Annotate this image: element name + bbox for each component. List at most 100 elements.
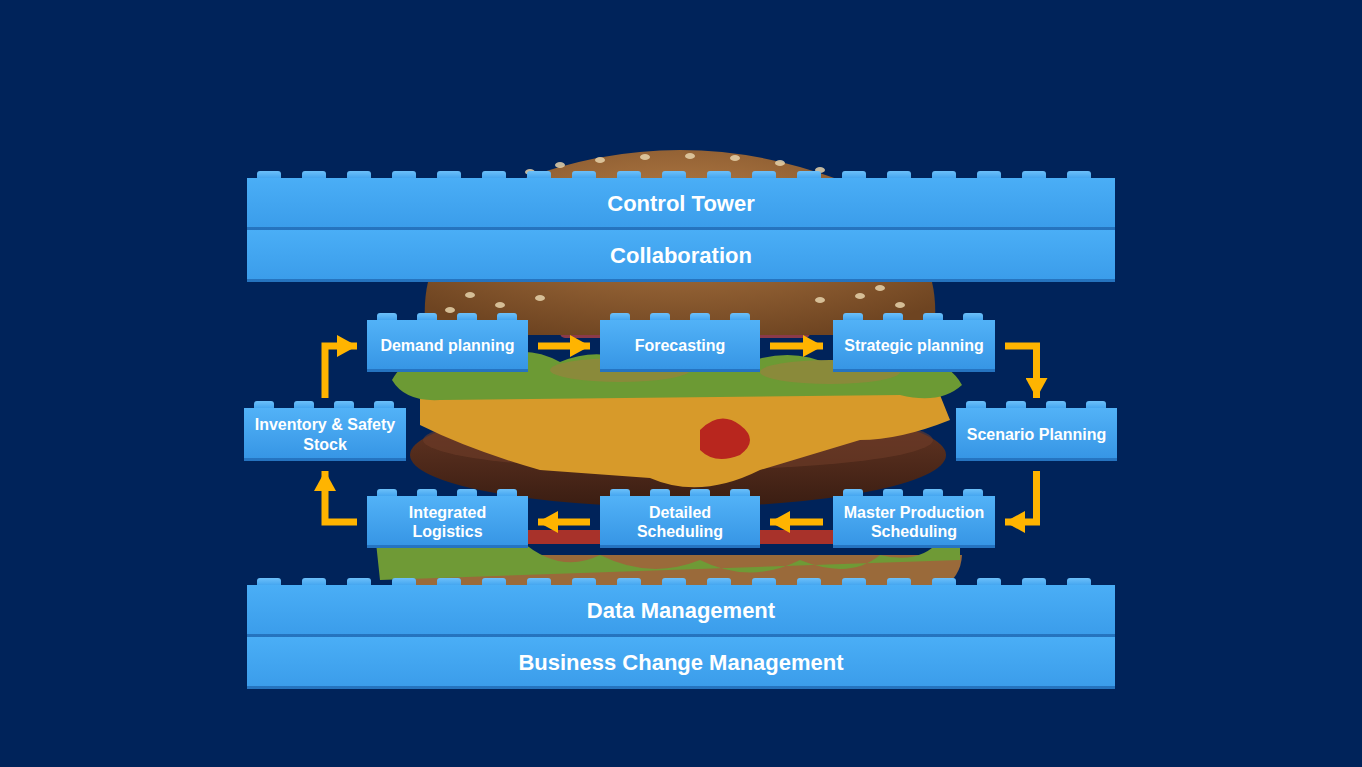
brick-stud (347, 171, 371, 178)
node-label: Integrated Logistics (375, 503, 520, 541)
brick-stud (1006, 401, 1026, 408)
brick-stud (1067, 171, 1091, 178)
brick-stud (1046, 401, 1066, 408)
process-box: Inventory & Safety Stock (244, 408, 406, 461)
flow-arrow (325, 346, 357, 398)
brick-stud (843, 489, 863, 496)
brick-stud (923, 489, 943, 496)
flow-arrow (1005, 471, 1037, 522)
brick-stud (752, 171, 776, 178)
brick-stud (963, 489, 983, 496)
flow-arrow (325, 471, 357, 522)
brick-stud (843, 313, 863, 320)
node-label: Strategic planning (844, 336, 984, 355)
flow-arrow (538, 343, 590, 350)
brick-stud (497, 313, 517, 320)
node-label: Data Management (587, 598, 775, 624)
brick-stud (572, 171, 596, 178)
node-label: Detailed Scheduling (608, 503, 752, 541)
layer-band: Control Tower (247, 178, 1115, 230)
flow-arrow (770, 343, 823, 350)
process-box: Integrated Logistics (367, 496, 528, 548)
node-label: Inventory & Safety Stock (252, 415, 398, 453)
brick-stud (662, 171, 686, 178)
brick-stud (842, 578, 866, 585)
brick-stud (302, 578, 326, 585)
brick-stud (437, 578, 461, 585)
flow-arrow (1005, 346, 1037, 398)
brick-stud (392, 171, 416, 178)
brick-stud (923, 313, 943, 320)
brick-stud (887, 578, 911, 585)
brick-stud (707, 171, 731, 178)
brick-stud (617, 171, 641, 178)
brick-stud (650, 313, 670, 320)
brick-stud (417, 489, 437, 496)
brick-stud (730, 489, 750, 496)
process-box: Scenario Planning (956, 408, 1117, 461)
brick-stud (257, 578, 281, 585)
brick-stud (1022, 578, 1046, 585)
brick-stud (690, 313, 710, 320)
brick-stud (932, 578, 956, 585)
brick-stud (617, 578, 641, 585)
brick-stud (662, 578, 686, 585)
brick-stud (752, 578, 776, 585)
process-box: Detailed Scheduling (600, 496, 760, 548)
brick-stud (497, 489, 517, 496)
process-box: Strategic planning (833, 320, 995, 372)
brick-stud (1067, 578, 1091, 585)
brick-stud (347, 578, 371, 585)
brick-stud (977, 578, 1001, 585)
brick-stud (254, 401, 274, 408)
node-label: Control Tower (607, 191, 754, 217)
brick-stud (334, 401, 354, 408)
flow-arrow (538, 519, 590, 526)
node-label: Scenario Planning (967, 425, 1107, 444)
brick-stud (294, 401, 314, 408)
brick-stud (457, 313, 477, 320)
brick-stud (883, 489, 903, 496)
layer-band: Collaboration (247, 230, 1115, 282)
brick-stud (527, 578, 551, 585)
brick-stud (374, 401, 394, 408)
brick-stud (377, 489, 397, 496)
node-label: Collaboration (610, 243, 752, 269)
brick-stud (977, 171, 1001, 178)
process-box: Demand planning (367, 320, 528, 372)
brick-stud (966, 401, 986, 408)
brick-stud (1086, 401, 1106, 408)
brick-stud (527, 171, 551, 178)
brick-stud (377, 313, 397, 320)
brick-stud (437, 171, 461, 178)
brick-stud (610, 489, 630, 496)
process-box: Master Production Scheduling (833, 496, 995, 548)
brick-stud (1022, 171, 1046, 178)
brick-stud (457, 489, 477, 496)
brick-stud (482, 578, 506, 585)
brick-stud (572, 578, 596, 585)
node-label: Business Change Management (518, 650, 843, 676)
brick-stud (797, 171, 821, 178)
flow-arrow (770, 519, 823, 526)
brick-stud (730, 313, 750, 320)
brick-stud (690, 489, 710, 496)
brick-stud (257, 171, 281, 178)
brick-stud (417, 313, 437, 320)
brick-stud (392, 578, 416, 585)
brick-stud (650, 489, 670, 496)
layer-band: Data Management (247, 585, 1115, 637)
brick-stud (302, 171, 326, 178)
brick-stud (797, 578, 821, 585)
brick-stud (887, 171, 911, 178)
brick-stud (883, 313, 903, 320)
process-box: Forecasting (600, 320, 760, 372)
node-label: Demand planning (380, 336, 514, 355)
brick-stud (707, 578, 731, 585)
layer-band: Business Change Management (247, 637, 1115, 689)
brick-stud (842, 171, 866, 178)
node-label: Forecasting (635, 336, 726, 355)
node-label: Master Production Scheduling (841, 503, 987, 541)
